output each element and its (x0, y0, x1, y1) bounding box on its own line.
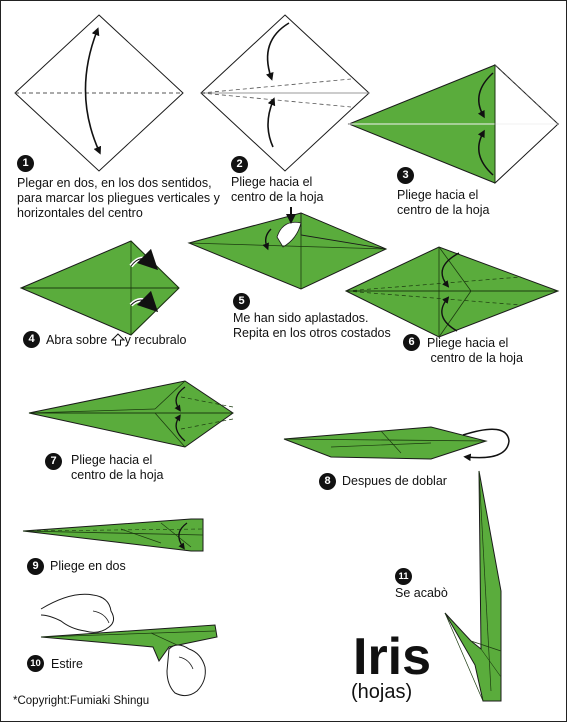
step-1-figure (14, 14, 184, 172)
step-8-caption: Despues de doblar (342, 474, 447, 489)
step-4-caption-after: y recubralo (124, 333, 187, 347)
up-arrow-outline-icon (110, 333, 125, 346)
step-2-figure (200, 14, 370, 172)
step-number-1: 1 (17, 155, 34, 172)
diagram-title: Iris (353, 628, 432, 686)
step-9-caption-line-1: Pliege en dos (50, 559, 126, 573)
step-11-caption-line-1: Se acabò (395, 586, 448, 600)
step-3-figure (347, 63, 560, 185)
step-10-caption-line-1: Estire (51, 657, 83, 671)
step-1-caption-line-1: Plegar en dos, en los dos sentidos, (17, 176, 212, 190)
step-11-caption: Se acabò (395, 586, 448, 601)
step-4-figure (19, 240, 180, 336)
step-2-caption-line-1: Pliege hacia el (231, 175, 313, 189)
step-6-caption-line-1: Pliege hacia el (427, 336, 509, 350)
step-1-caption-line-3: horizontales del centro (17, 206, 143, 220)
step-10-figure (40, 593, 218, 697)
step-3-caption-line-2: centro de la hoja (397, 203, 490, 217)
step-5-caption-line-1: Me han sido aplastados. (233, 311, 369, 325)
step-number-3: 3 (397, 167, 414, 184)
step-6-figure (344, 246, 560, 338)
step-3-caption-line-1: Pliege hacia el (397, 188, 479, 202)
step-4-caption-before: Abra sobre (46, 333, 108, 347)
step-4-caption: Abra sobre y recubralo (46, 333, 186, 348)
step-2-caption-line-2: centro de la hoja (231, 190, 324, 204)
copyright-notice: *Copyright:Fumiaki Shingu (13, 695, 150, 707)
step-7-caption: Pliege hacia el centro de la hoja (71, 453, 163, 483)
step-2-caption: Pliege hacia el centro de la hoja (231, 175, 323, 205)
diagram-subtitle: (hojas) (351, 681, 413, 703)
step-1-caption: Plegar en dos, en los dos sentidos, para… (17, 176, 220, 221)
step-number-8: 8 (319, 473, 336, 490)
step-number-6: 6 (403, 334, 420, 351)
step-7-caption-line-1: Pliege hacia el (71, 453, 153, 467)
step-6-caption: Pliege hacia el centro de la hoja (427, 336, 523, 366)
step-8-caption-line-1: Despues de doblar (342, 474, 447, 488)
step-5-figure (187, 207, 388, 290)
step-1-caption-line-2: para marcar los pliegues verticales y (17, 191, 220, 205)
step-number-11: 11 (395, 568, 412, 585)
step-9-figure (22, 518, 204, 552)
step-10-caption: Estire (51, 657, 83, 672)
step-11-figure (444, 470, 502, 702)
step-7-caption-line-2: centro de la hoja (71, 468, 164, 482)
step-number-4: 4 (23, 331, 40, 348)
step-number-2: 2 (231, 156, 248, 173)
step-number-7: 7 (45, 453, 62, 470)
step-number-5: 5 (233, 293, 250, 310)
step-5-caption-line-2: Repita en los otros costados (233, 326, 391, 340)
step-9-caption: Pliege en dos (50, 559, 126, 574)
step-number-10: 10 (27, 655, 44, 672)
step-7-figure (28, 380, 234, 448)
step-5-caption: Me han sido aplastados. Repita en los ot… (233, 311, 391, 341)
step-8-figure (283, 426, 510, 462)
step-6-caption-line-2: centro de la hoja (427, 351, 523, 365)
step-number-9: 9 (27, 558, 44, 575)
step-3-caption: Pliege hacia el centro de la hoja (397, 188, 489, 218)
